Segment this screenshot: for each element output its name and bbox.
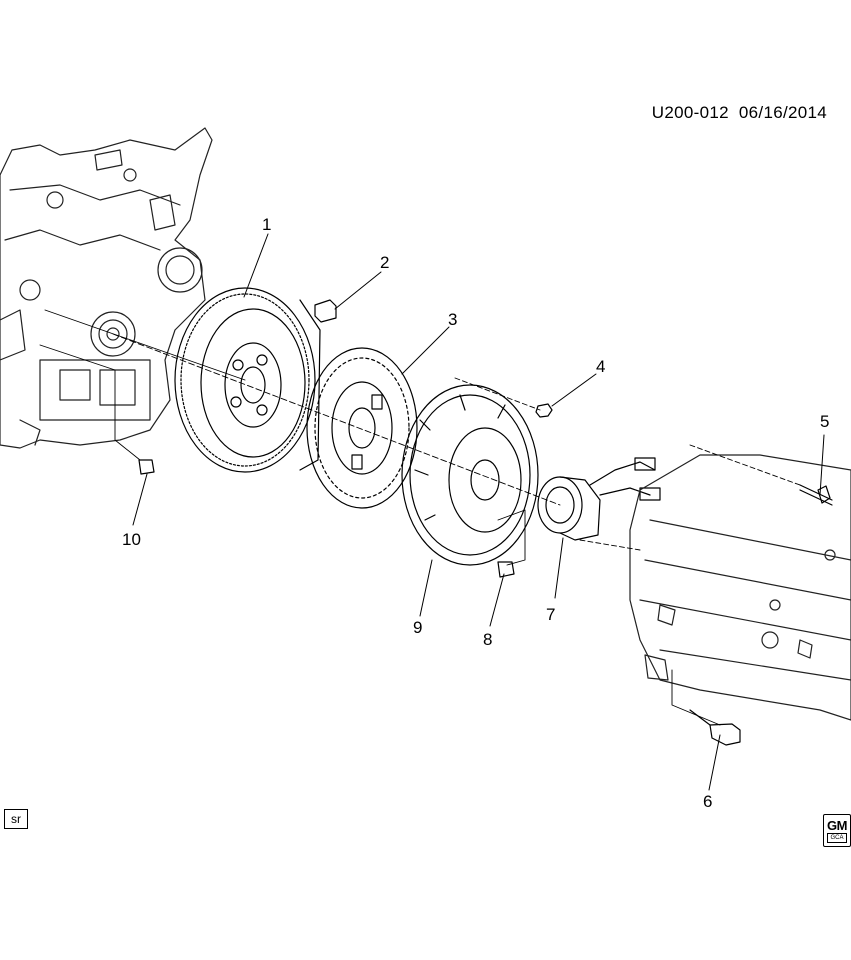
transmission-housing	[629, 454, 851, 721]
callout-1: 1	[262, 215, 272, 234]
bolt-6	[689, 709, 741, 746]
callout-8: 8	[483, 630, 493, 649]
callout-3: 3	[448, 310, 458, 329]
gm-logo: GM GCA	[823, 814, 851, 847]
callout-2: 2	[380, 253, 390, 272]
clutch-disc	[306, 347, 418, 509]
flywheel	[174, 287, 321, 473]
callout-10: 10	[122, 530, 141, 549]
callout-5: 5	[820, 412, 830, 431]
gm-logo-sub: GCA	[827, 833, 847, 843]
bolt-8	[497, 561, 515, 578]
bolt-2	[314, 299, 337, 323]
callout-4: 4	[596, 357, 606, 376]
callout-6: 6	[703, 792, 713, 811]
slave-cylinder	[537, 457, 661, 541]
diagram-code: U200-012	[651, 103, 729, 122]
sr-badge: sr	[4, 809, 28, 829]
diagram-header: U200-012 06/16/2014	[652, 103, 827, 123]
dowel-10	[138, 459, 155, 475]
gm-logo-mark: GM	[827, 818, 847, 833]
pressure-plate	[401, 384, 539, 566]
callout-9: 9	[413, 618, 423, 637]
leader-lines	[132, 233, 825, 791]
centerlines	[39, 309, 801, 726]
engine-block	[0, 127, 213, 449]
callout-7: 7	[546, 605, 556, 624]
bolt-5	[799, 484, 833, 506]
diagram-date: 06/16/2014	[738, 103, 827, 122]
bolt-4	[535, 403, 553, 418]
